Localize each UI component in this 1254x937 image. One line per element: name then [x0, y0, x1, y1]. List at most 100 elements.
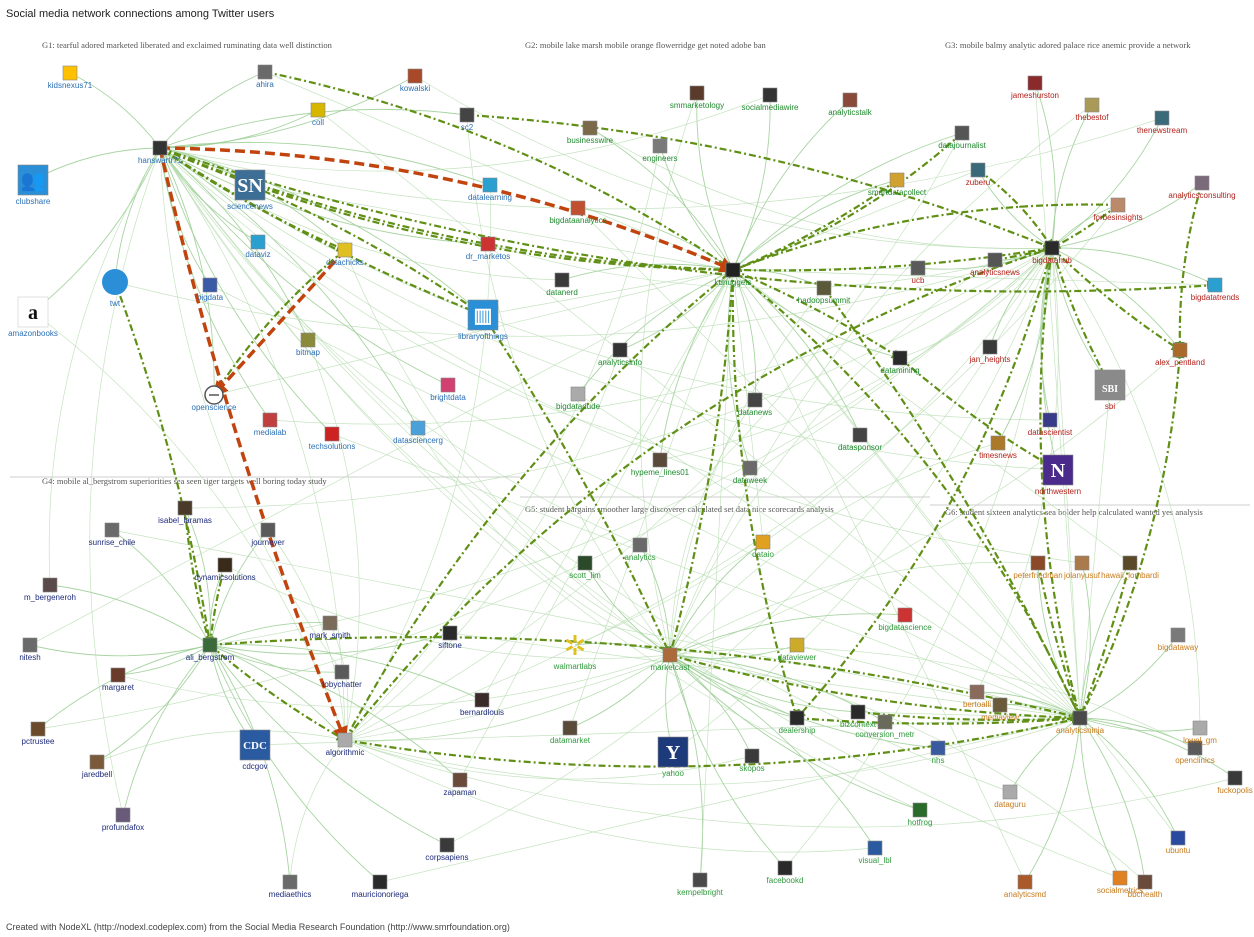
node-mauricionoriega[interactable]: mauricionoriega: [352, 874, 409, 899]
node-profundafox[interactable]: profundafox: [102, 807, 144, 832]
node-datajournalist[interactable]: datajournalist: [938, 125, 987, 150]
node-mediaview[interactable]: mediaview: [981, 697, 1019, 722]
node-ucb[interactable]: ucb: [910, 260, 926, 285]
node-analyticsmd[interactable]: analyticsmd: [1004, 874, 1046, 899]
node-datasponsor[interactable]: datasponsor: [838, 427, 882, 452]
node-mark-smith[interactable]: mark_smith: [309, 615, 351, 640]
node-datasciencerg[interactable]: datasciencerg: [393, 420, 443, 445]
node-datanews[interactable]: datanews: [738, 392, 772, 417]
node-hotfrog[interactable]: hotfrog: [908, 802, 933, 827]
node-corpsapiens[interactable]: corpsapiens: [425, 837, 469, 862]
node-sc2[interactable]: sc2: [459, 107, 475, 132]
node-openscience[interactable]: openscience: [192, 385, 237, 412]
node-margaret[interactable]: margaret: [102, 667, 135, 692]
node-dataio[interactable]: dataio: [752, 534, 774, 559]
node-nhs[interactable]: nhs: [930, 740, 946, 765]
node-dataviewer[interactable]: dataviewer: [778, 637, 817, 662]
node-zuberu[interactable]: zuberu: [966, 162, 990, 187]
node-lowel-gm[interactable]: lowel_gm: [1183, 720, 1217, 745]
node-engineers[interactable]: engineers: [642, 138, 678, 163]
node-hanswartr71[interactable]: hanswartr71: [138, 140, 183, 165]
node-skopos[interactable]: skopos: [739, 748, 765, 773]
node-socialmediawire[interactable]: socialmediawire: [742, 87, 799, 112]
node-thenewstream[interactable]: thenewstream: [1137, 110, 1188, 135]
node-dataweek[interactable]: dataweek: [733, 460, 768, 485]
node-m-bergeneroh[interactable]: m_bergeneroh: [24, 577, 76, 602]
node-isabel-laramas[interactable]: isabel_laramas: [158, 500, 212, 525]
node-datamining[interactable]: datamining: [880, 350, 920, 375]
node-peterfriedman[interactable]: peterfriedman: [1013, 555, 1063, 580]
node-bigdataanalytics[interactable]: bigdataanalytics: [549, 200, 607, 225]
node-analytics[interactable]: analytics: [624, 537, 656, 562]
node-bertoalli[interactable]: bertoalli: [963, 684, 991, 709]
node-bigdatascience[interactable]: bigdatascience: [878, 607, 932, 632]
node-hawaii-lombardi[interactable]: hawaii_lombardi: [1101, 555, 1159, 580]
node-kidsnexus71[interactable]: kidsnexus71: [48, 65, 93, 90]
node-kempelbright[interactable]: kempelbright: [677, 872, 724, 897]
node-analyticsnews[interactable]: analyticsnews: [970, 252, 1020, 277]
node-socialmetrics[interactable]: socialmetrics: [1097, 870, 1143, 895]
node-datachicks[interactable]: datachicks: [326, 242, 364, 267]
node-datamarket[interactable]: datamarket: [550, 720, 591, 745]
node-libraryofthings[interactable]: ▥libraryofthings: [458, 299, 508, 341]
node-twt[interactable]: twt: [102, 269, 128, 308]
node-journeyer[interactable]: journeyer: [250, 522, 285, 547]
node-dealership[interactable]: dealership: [779, 710, 816, 735]
node-bigdatatrends[interactable]: bigdatatrends: [1191, 277, 1239, 302]
node-kdnuggets[interactable]: kdnuggets: [715, 262, 752, 287]
node-conversion-metr[interactable]: conversion_metr: [855, 714, 915, 739]
node-analyticsninja[interactable]: analyticsninja: [1056, 710, 1105, 735]
node-analyticstalk[interactable]: analyticstalk: [828, 92, 873, 117]
node-walmartlabs[interactable]: walmartlabs: [553, 635, 597, 671]
node-marketcast[interactable]: marketcast: [650, 647, 690, 672]
node-bigdataway[interactable]: bigdataway: [1158, 627, 1198, 652]
node-jameshurston[interactable]: jameshurston: [1010, 75, 1059, 100]
node-brightdata[interactable]: brightdata: [430, 377, 466, 402]
node-bigdatahub[interactable]: bigdatahub: [1032, 240, 1072, 265]
node-smmarketology[interactable]: smmarketology: [670, 85, 724, 110]
node-visual-lbl[interactable]: visual_lbl: [859, 840, 892, 865]
node-dr-marketos[interactable]: dr_marketos: [466, 236, 510, 261]
node-bizcontext[interactable]: bizcontext: [840, 704, 877, 729]
node-bigdatadude[interactable]: bigdatadude: [556, 386, 601, 411]
node-sunrise-chile[interactable]: sunrise_chile: [89, 522, 136, 547]
node-bitmap[interactable]: bitmap: [296, 332, 321, 357]
node-jaredbell[interactable]: jaredbell: [81, 754, 112, 779]
node-clubshare[interactable]: 👥clubshare: [16, 164, 51, 206]
node-pctrustee[interactable]: pctrustee: [22, 721, 55, 746]
node-timesnews[interactable]: timesnews: [979, 435, 1017, 460]
node-datalearning[interactable]: datalearning: [468, 177, 512, 202]
node-facebookd[interactable]: facebookd: [767, 860, 804, 885]
node-ahira[interactable]: ahira: [256, 64, 274, 89]
node-ali-bergstrom[interactable]: ali_bergstrom: [186, 637, 235, 662]
node-dynamicsolutions[interactable]: dynamicsolutions: [194, 557, 256, 582]
node-bbchealth[interactable]: bbchealth: [1128, 874, 1163, 899]
node-bigdata[interactable]: bigdata: [197, 277, 224, 302]
node-jan-heights[interactable]: jan_heights: [969, 339, 1011, 364]
node-scott-lim[interactable]: scott_lim: [569, 555, 601, 580]
node-bernardlouis[interactable]: bernardlouis: [460, 692, 504, 717]
node-kowalski[interactable]: kowalski: [400, 68, 430, 93]
node-jolanyusuf[interactable]: jolanyusuf: [1063, 555, 1101, 580]
node-hadoopsummit[interactable]: hadoopsummit: [798, 280, 851, 305]
node-dataguru[interactable]: dataguru: [994, 784, 1026, 809]
node-datascientist[interactable]: datascientist: [1028, 412, 1073, 437]
node-medialab[interactable]: medialab: [254, 412, 287, 437]
node-fuckopolis[interactable]: fuckopolis: [1217, 770, 1253, 795]
node-nitesh[interactable]: nitesh: [19, 637, 41, 662]
node-tobychatter[interactable]: tobychatter: [322, 664, 362, 689]
node-smartdatacollect[interactable]: smartdatacollect: [868, 172, 927, 197]
node-thebestof[interactable]: thebestof: [1076, 97, 1110, 122]
node-zapaman[interactable]: zapaman: [444, 772, 477, 797]
node-techsolutions[interactable]: techsolutions: [309, 426, 356, 451]
node-coll[interactable]: coll: [310, 102, 326, 127]
node-businesswire[interactable]: businesswire: [567, 120, 614, 145]
node-openclinics[interactable]: openclinics: [1175, 740, 1215, 765]
node-dataviz[interactable]: dataviz: [245, 234, 271, 259]
node-alex-pentland[interactable]: alex_pentland: [1155, 342, 1205, 367]
node-hypeme-lines01[interactable]: hypeme_lines01: [631, 452, 690, 477]
node-algorithmic[interactable]: algorithmic: [326, 732, 365, 757]
